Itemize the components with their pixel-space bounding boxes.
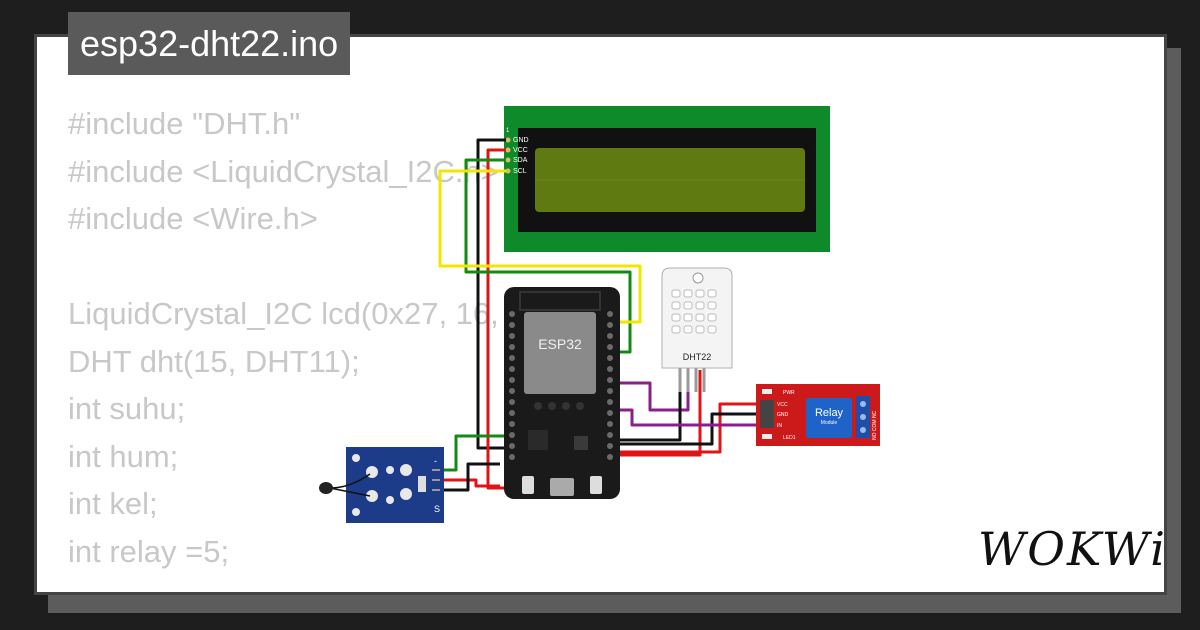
thermistor-pin-s: S: [434, 504, 440, 514]
relay-title: Relay: [815, 407, 844, 419]
wire-therm-s: [438, 434, 512, 472]
esp32-label: ESP32: [538, 336, 582, 352]
relay-pin-in: IN: [777, 423, 782, 429]
code-line: #include <Wire.h>: [68, 201, 318, 236]
relay-pin-gnd: GND: [777, 412, 789, 418]
wire-lcd-scl: [438, 169, 642, 324]
wokwi-logo: WOKWi: [978, 522, 1167, 576]
lcd-display[interactable]: 1 GND VCC SDA SCL: [504, 106, 830, 252]
wires: [438, 138, 760, 492]
dht22-label: DHT22: [683, 352, 712, 362]
code-line: DHT dht(15, DHT11);: [68, 343, 360, 379]
wire-therm-gnd: [438, 462, 500, 492]
wire-lcd-sda: [464, 158, 632, 354]
window-title: esp32-dht22.ino: [68, 12, 351, 75]
relay-pin-vcc: VCC: [777, 402, 788, 408]
code-line: LiquidCrystal_I2C lcd(0x27, 16, 2);: [68, 296, 544, 331]
lcd-pin-sda: SDA: [513, 157, 528, 164]
lcd-pin-vcc: VCC: [513, 147, 528, 154]
wire-dht-gnd: [612, 370, 702, 457]
code-line: int kel;: [68, 486, 158, 521]
wire-relay-in: [612, 408, 760, 427]
code-line: int suhu;: [68, 391, 186, 426]
wire-therm-vcc: [438, 478, 500, 488]
code-line: int hum;: [68, 438, 179, 474]
relay-terminals: NO COM NC: [872, 410, 878, 440]
thermistor-module[interactable]: - S: [319, 447, 444, 523]
dht22-sensor[interactable]: DHT22: [661, 267, 733, 392]
thermistor-pin-minus: -: [434, 456, 437, 466]
lcd-pin-gnd: GND: [513, 137, 529, 144]
relay-subtitle: Module: [821, 420, 838, 426]
code-line: int relay =5;: [68, 533, 230, 569]
wire-dht-data: [612, 370, 690, 412]
esp32-board[interactable]: ESP32: [504, 287, 620, 499]
wire-lcd-gnd: [476, 138, 510, 450]
wire-relay-gnd: [612, 412, 760, 446]
wire-relay-vcc: [612, 402, 760, 454]
code-preview: #include "DHT.h" #include <LiquidCrystal…: [68, 100, 544, 575]
wire-dht-vcc: [612, 370, 682, 442]
wire-lcd-vcc: [486, 148, 510, 490]
lcd-pin-scl: SCL: [513, 168, 527, 175]
relay-module[interactable]: Relay Module VCC GND IN PWR LED1 NO COM …: [756, 384, 880, 446]
lcd-pin1-label: 1: [506, 128, 510, 134]
relay-led1: LED1: [783, 435, 796, 441]
relay-led-pwr: PWR: [783, 390, 795, 396]
code-line: #include "DHT.h": [68, 106, 301, 141]
